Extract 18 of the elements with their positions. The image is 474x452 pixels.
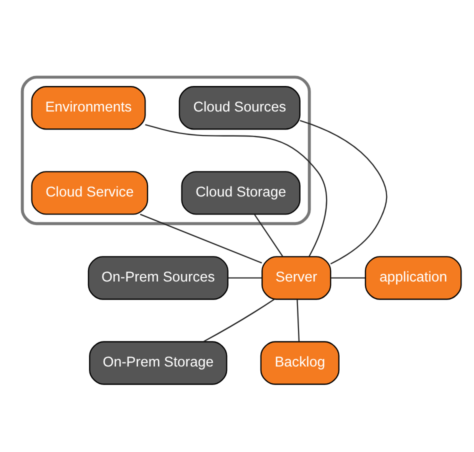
connector — [140, 214, 262, 264]
connector — [296, 300, 300, 342]
connector — [228, 277, 262, 279]
node-box: Cloud Sources — [178, 86, 300, 130]
connector — [330, 277, 366, 279]
connector — [300, 120, 388, 264]
node-box: Environments — [31, 86, 146, 130]
node-box: On-Prem Storage — [89, 341, 228, 385]
node-box: Cloud Storage — [181, 171, 300, 215]
node-box: Server — [262, 256, 332, 300]
node-box: application — [364, 256, 462, 300]
cluster — [20, 76, 311, 226]
node-box: Backlog — [260, 341, 340, 385]
node-box: Cloud Service — [31, 171, 148, 215]
connector — [254, 214, 284, 257]
node-box: On-Prem Sources — [88, 256, 228, 300]
connector — [203, 298, 274, 342]
connector — [145, 124, 328, 257]
